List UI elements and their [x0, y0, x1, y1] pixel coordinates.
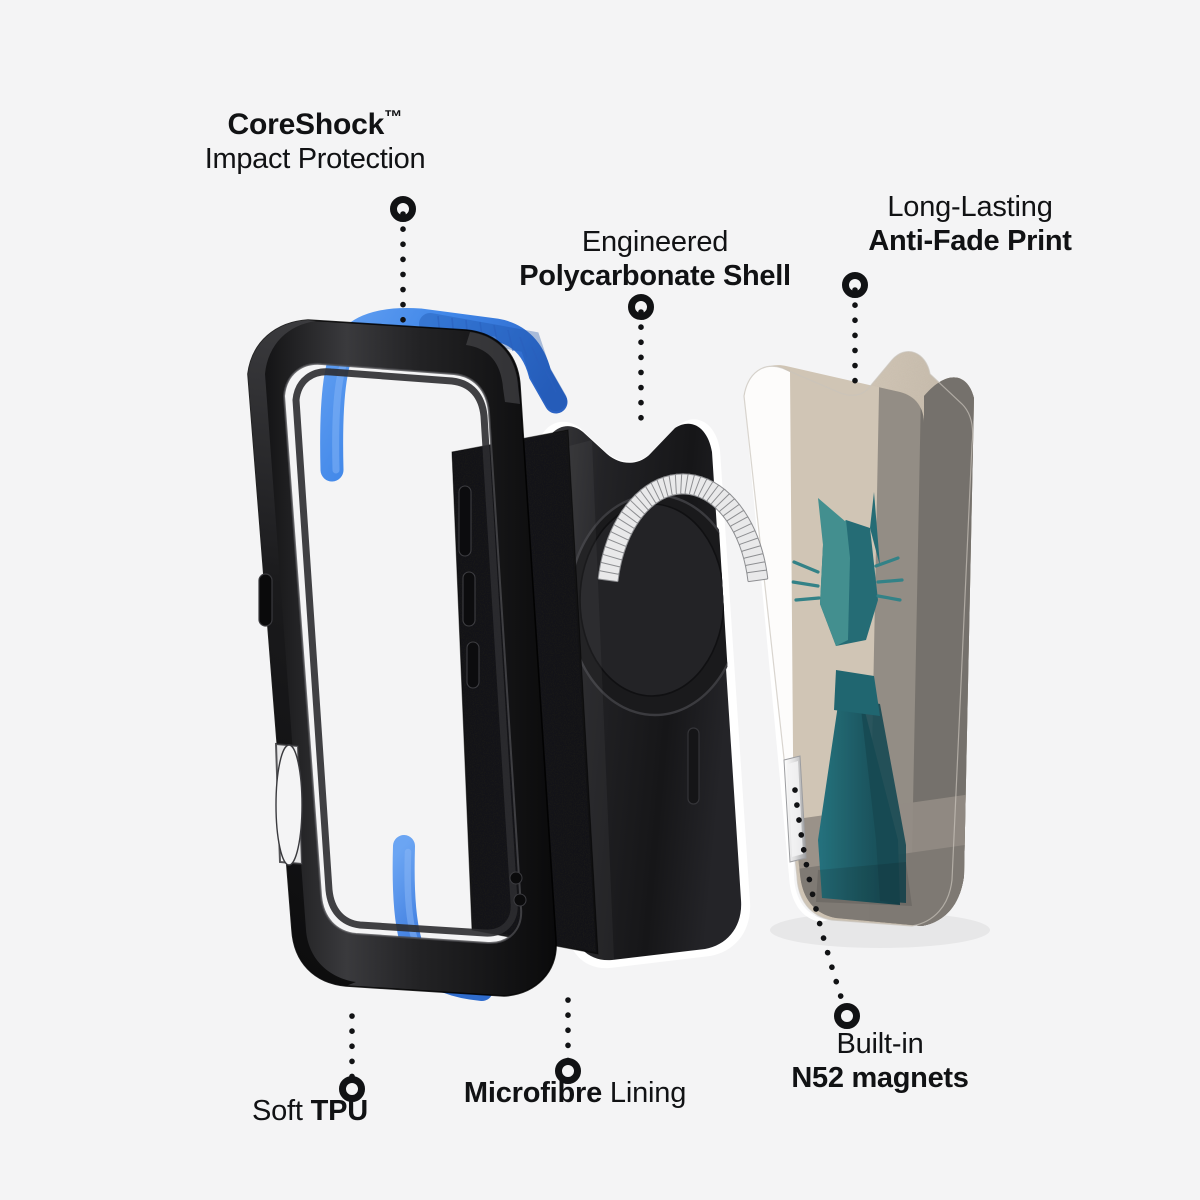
callout-coreshock: CoreShock™ Impact Protection — [130, 106, 500, 177]
leader-n52 — [792, 787, 848, 1013]
n52-magnet-ring — [597, 473, 769, 583]
ring-polycarbonate — [628, 294, 654, 320]
callout-antifade-line1: Long-Lasting — [887, 191, 1053, 223]
bottom-port-cutouts — [509, 871, 527, 907]
callout-polycarbonate-line2: Polycarbonate Shell — [519, 260, 791, 293]
callout-microfibre: Microfibre Lining — [410, 1076, 740, 1110]
leader-terminal-rings — [339, 196, 868, 1102]
callout-coreshock-line2: Impact Protection — [204, 143, 426, 176]
callout-tpu-text: Soft TPU — [251, 1095, 369, 1127]
tpu-bumper-frame — [247, 308, 568, 1001]
right-rail-cutouts — [458, 485, 480, 689]
callout-polycarbonate: Engineered Polycarbonate Shell — [465, 225, 845, 293]
leader-lines — [349, 211, 858, 1087]
callout-n52-line1: Built-in — [836, 1028, 924, 1060]
callout-n52: Built-in N52 magnets — [720, 1027, 1040, 1095]
ring-antifade — [842, 272, 868, 298]
callout-coreshock-line1: CoreShock™ — [227, 106, 403, 141]
ring-microfibre — [555, 1058, 581, 1084]
callout-antifade-line2: Anti-Fade Print — [868, 225, 1072, 258]
magnet-segment — [746, 569, 769, 583]
ring-coreshock — [390, 196, 416, 222]
callout-n52-line2: N52 magnets — [791, 1062, 969, 1095]
callout-microfibre-text: Microfibre Lining — [463, 1077, 687, 1109]
ring-n52 — [834, 1003, 860, 1029]
callout-tpu: Soft TPU — [160, 1094, 460, 1128]
ring-tpu — [339, 1076, 365, 1102]
callout-polycarbonate-line1: Engineered — [581, 226, 729, 258]
side-button-cutouts — [258, 573, 304, 866]
callout-antifade: Long-Lasting Anti-Fade Print — [815, 190, 1125, 258]
